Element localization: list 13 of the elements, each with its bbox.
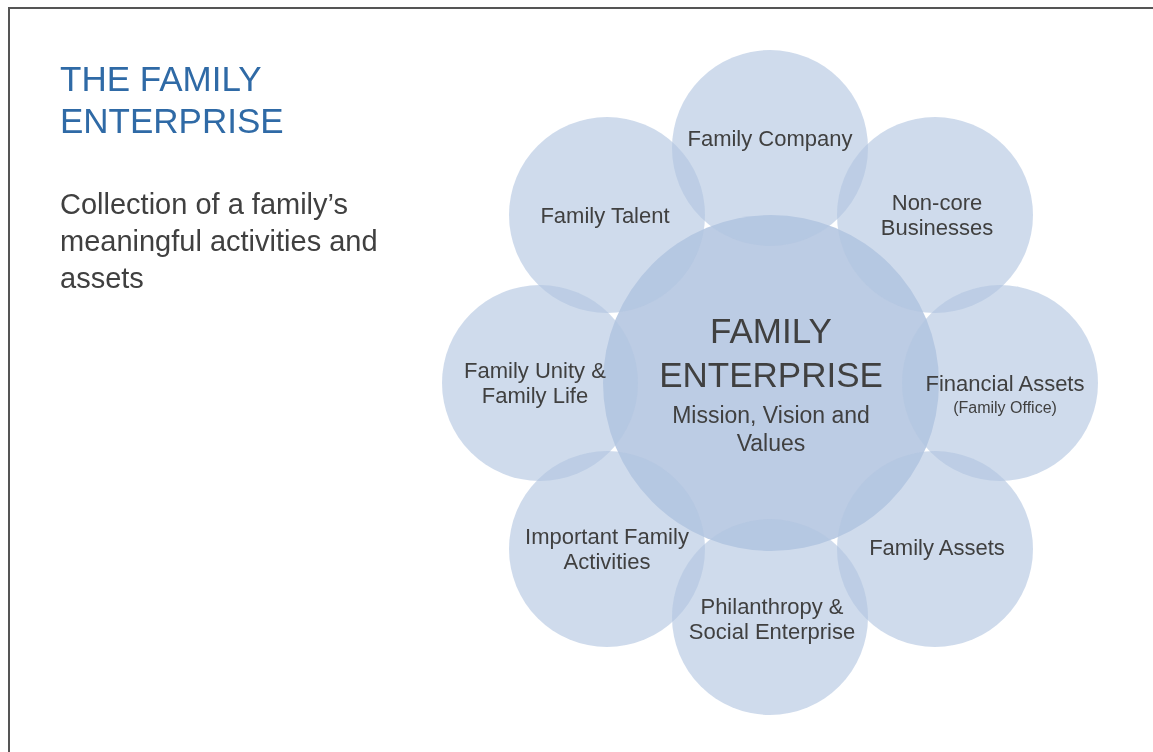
description-text: Collection of a family’s meaningful activities and assets xyxy=(60,187,379,296)
petal-label: Family Unity & Family Life xyxy=(463,358,607,408)
petal-label: Philanthropy & Social Enterprise xyxy=(687,594,857,644)
slide-title: THE FAMILY ENTERPRISE xyxy=(60,58,285,142)
petal-note: (Family Office) xyxy=(952,397,1058,418)
petal-label: Family Company xyxy=(686,125,854,151)
petal-label: Non-core Businesses xyxy=(879,190,995,240)
petal-label: Important Family Activities xyxy=(524,524,690,574)
petal-label: Family Assets xyxy=(868,534,1006,560)
petal-label: Financial Assets xyxy=(924,370,1086,396)
center-subtext: Mission, Vision and Values xyxy=(671,401,871,457)
center-heading: FAMILY ENTERPRISE xyxy=(658,310,884,396)
petal-label: Family Talent xyxy=(539,202,671,228)
